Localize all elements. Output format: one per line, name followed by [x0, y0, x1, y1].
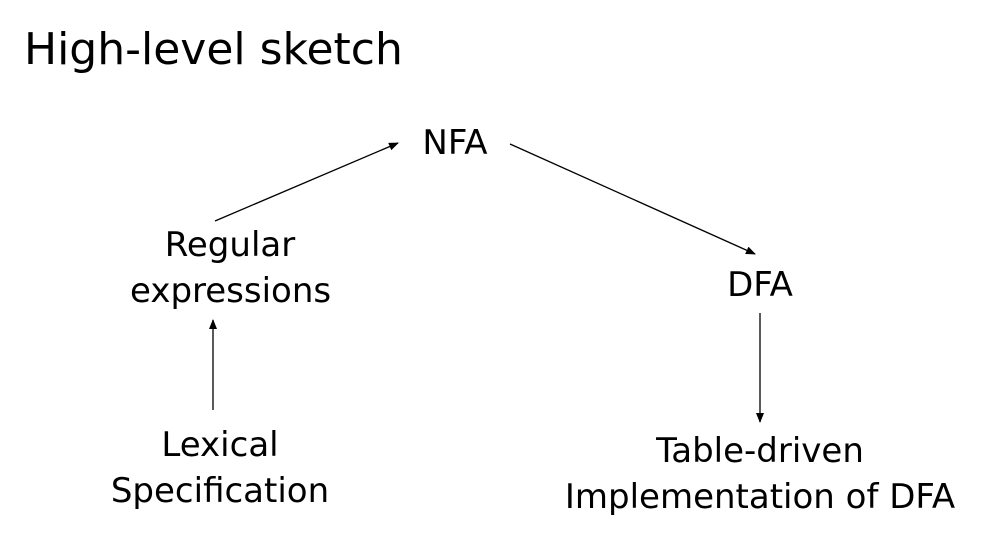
node-lexical-specification: Lexical Specification	[100, 422, 340, 514]
slide-title: High-level sketch	[24, 24, 403, 75]
node-dfa: DFA	[710, 262, 810, 308]
node-nfa: NFA	[410, 120, 500, 166]
node-regular-expressions: Regular expressions	[130, 222, 332, 314]
edge-nfa-to-dfa	[509, 143, 756, 255]
node-regex-label-line-2: expressions	[130, 271, 332, 311]
node-lexical-label-line-1: Lexical	[161, 425, 279, 465]
node-regex-label-line-1: Regular	[164, 225, 296, 265]
node-dfa-label: DFA	[727, 265, 793, 305]
node-table-label-line-2: Implementation of DFA	[564, 477, 956, 517]
node-table-label-line-1: Table-driven	[656, 431, 864, 471]
node-table-driven-implementation: Table-driven Implementation of DFA	[535, 428, 985, 520]
edge-regex-to-nfa	[214, 142, 399, 222]
node-lexical-label-line-2: Specification	[110, 471, 330, 511]
node-nfa-label: NFA	[422, 123, 488, 163]
